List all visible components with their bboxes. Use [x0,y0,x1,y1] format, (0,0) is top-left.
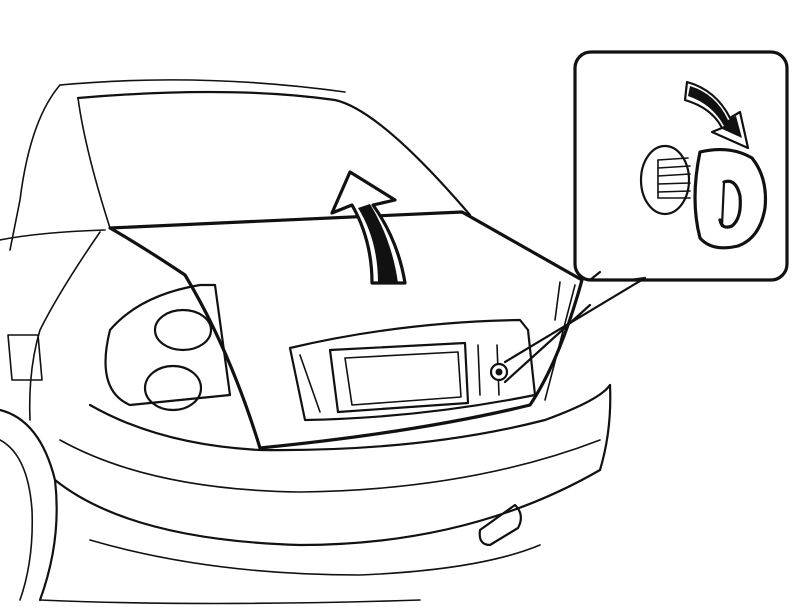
rear-bumper [39,383,612,605]
exhaust-pipe [478,503,522,547]
curved-arrow-clockwise-icon [683,80,750,150]
trunk-lid [108,210,584,450]
curved-arrow-up-icon [330,170,407,285]
quarter-panel [28,231,101,421]
keyhole-icon [489,362,509,382]
rear-window [76,90,472,217]
tail-light [104,283,232,412]
car-body [0,79,612,605]
license-plate [328,341,470,414]
key-hole [718,179,742,229]
rear-window-frame [59,79,346,93]
lock-cylinder-icon [639,144,691,216]
key-icon [693,147,768,250]
trunk-lid-outline [108,210,584,450]
c-pillar [9,84,61,251]
